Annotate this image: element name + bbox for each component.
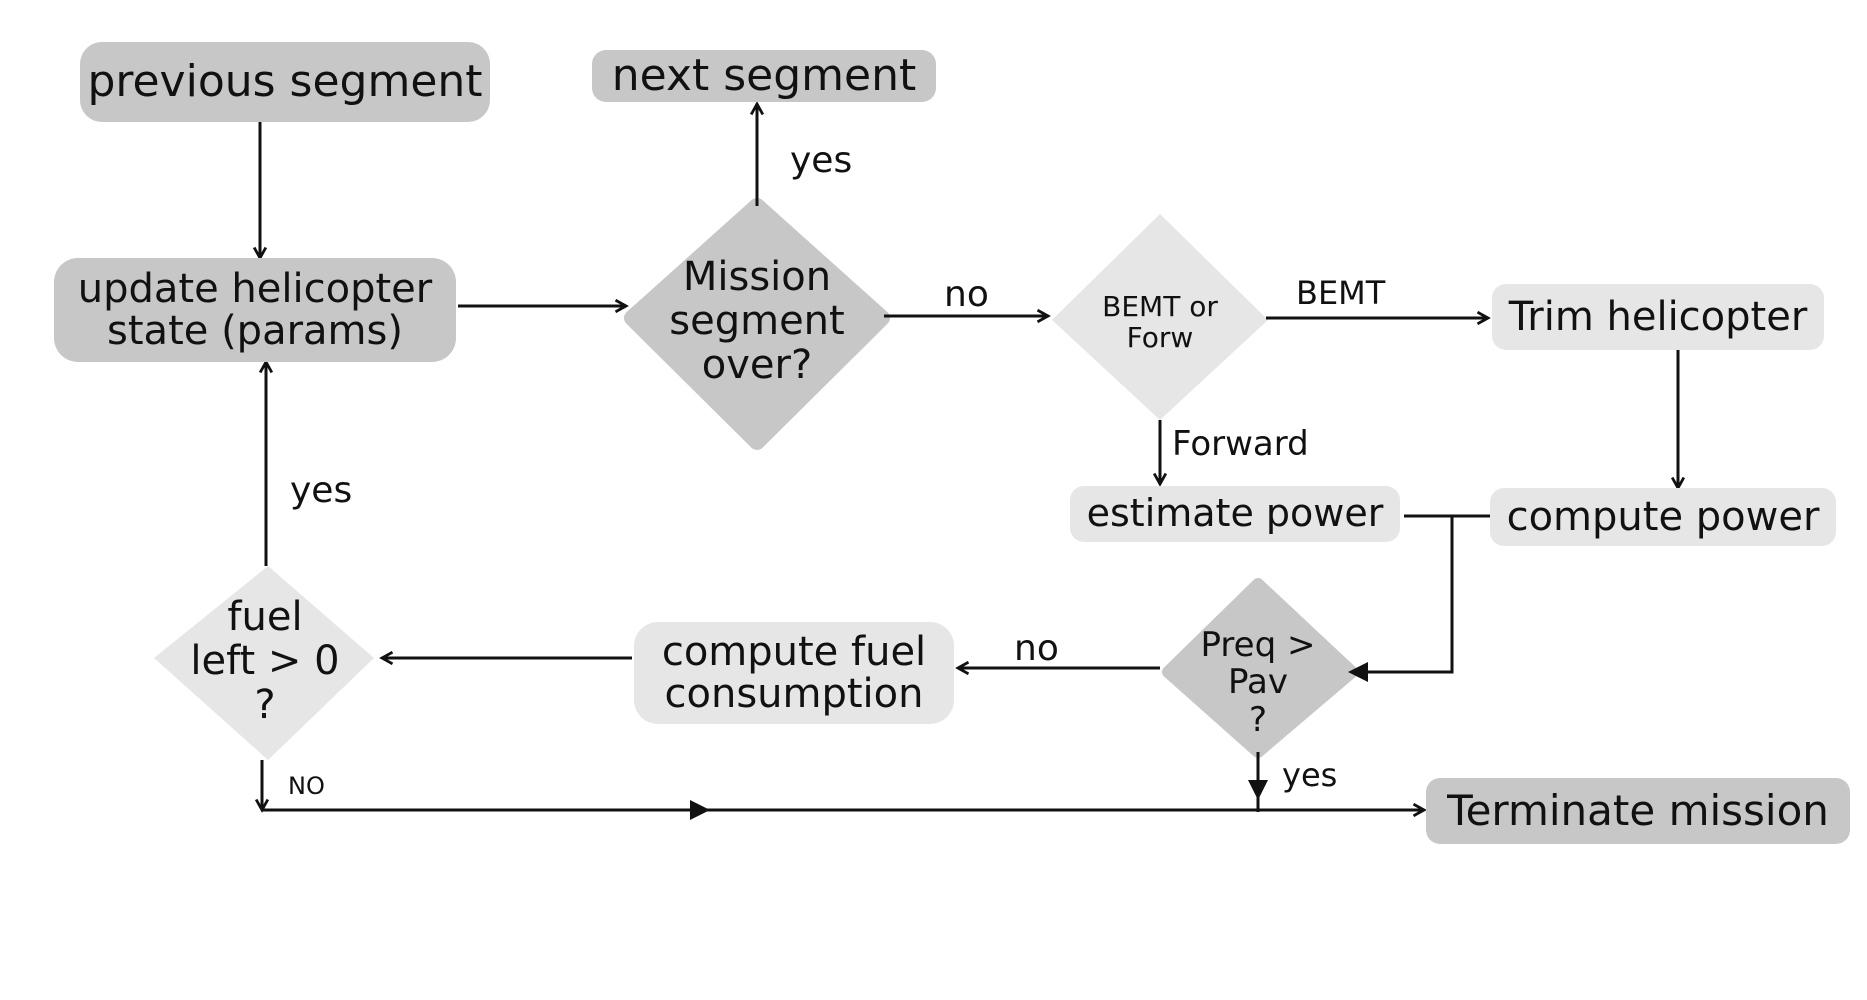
fuel-left-label: fuel left > 0 ?: [190, 594, 340, 728]
fuel-left-diamond: [154, 566, 374, 760]
terminate-mission-node: Terminate mission: [1426, 778, 1850, 844]
trim-helicopter-label: Trim helicopter: [1508, 294, 1808, 340]
compute-fuel-consumption-node: compute fuel consumption: [634, 622, 954, 724]
fuel-left-text: fuel left > 0 ?: [190, 595, 340, 727]
bemt-or-forw-diamond: [1052, 214, 1268, 420]
edge-label-bemt: BEMT: [1296, 274, 1386, 312]
power-check-label: Preq > Pav: [1200, 624, 1316, 703]
compute-power-node: compute power: [1490, 488, 1836, 546]
previous-segment-label: previous segment: [87, 55, 483, 107]
edge-label-yes-next: yes: [790, 140, 853, 181]
edge-label-forward: Forward: [1172, 424, 1309, 464]
bemt-or-forw-text: BEMT or Forw: [1098, 268, 1222, 378]
update-helicopter-state-label: update helicopter state (params): [77, 266, 433, 354]
edge-label-no-mission: no: [944, 274, 989, 315]
edge-label-no-fuel: NO: [288, 772, 325, 800]
estimate-power-label: estimate power: [1086, 491, 1384, 536]
previous-segment-node: previous segment: [80, 42, 490, 122]
terminate-mission-label: Terminate mission: [1447, 785, 1829, 835]
compute-fuel-consumption-label: compute fuel consumption: [661, 629, 927, 717]
compute-power-label: compute power: [1506, 494, 1820, 540]
trim-helicopter-node: Trim helicopter: [1492, 284, 1824, 350]
next-segment-node: next segment: [592, 50, 936, 102]
next-segment-label: next segment: [611, 49, 917, 101]
mission-over-diamond: [624, 198, 890, 450]
edge-label-yes-power: yes: [1282, 756, 1338, 794]
update-helicopter-state-node: update helicopter state (params): [54, 258, 456, 362]
mission-segment-over-text: Mission segment over?: [652, 254, 862, 388]
edge-merge-to-power-check: [1348, 516, 1454, 682]
estimate-power-node: estimate power: [1070, 486, 1400, 542]
mission-segment-over-label: Mission segment over?: [669, 254, 845, 388]
power-check-question: ?: [1248, 699, 1268, 740]
bemt-or-forw-label: BEMT or Forw: [1102, 290, 1218, 354]
edge-label-yes-fuel: yes: [290, 470, 353, 511]
power-check-text: Preq > Pav ?: [1180, 626, 1336, 738]
edge-label-no-power: no: [1014, 628, 1059, 669]
